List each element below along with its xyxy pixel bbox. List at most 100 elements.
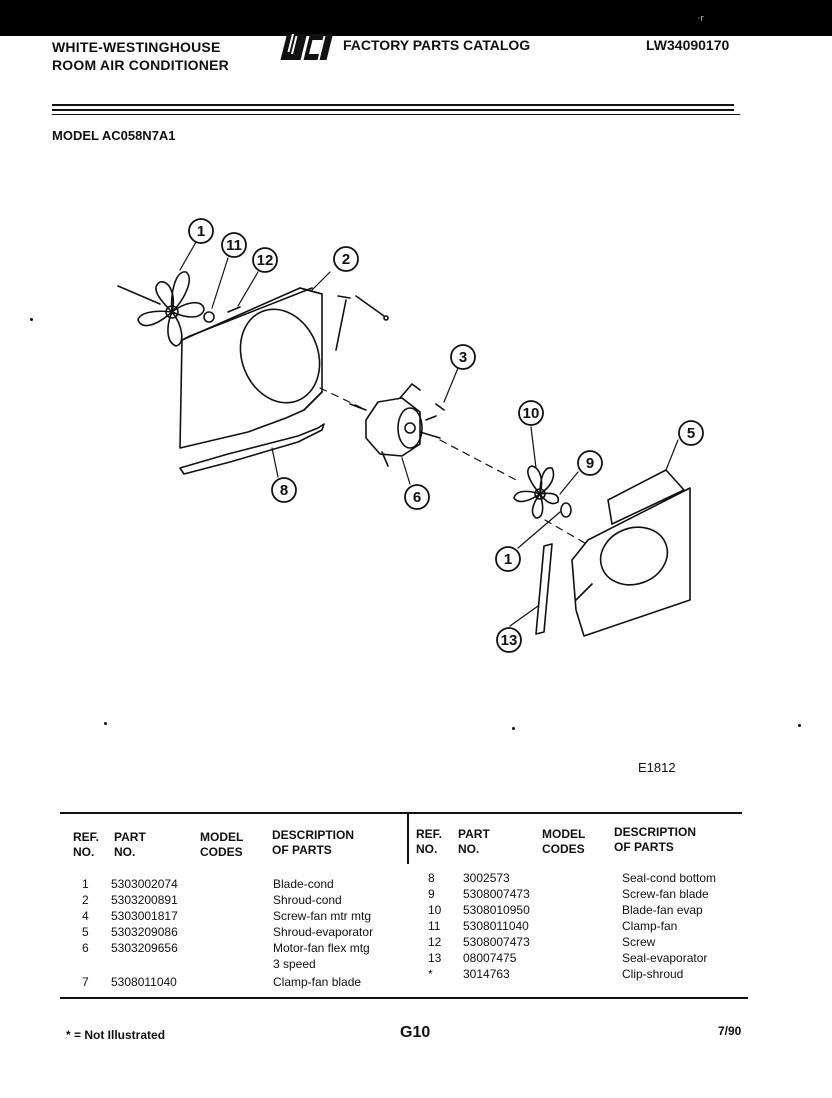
parts-right-part-cell: 5308011040	[463, 919, 529, 933]
callout-label: 1	[504, 551, 512, 568]
parts-left-part-cell: 5303001817	[111, 909, 178, 923]
callout-circle	[252, 247, 278, 273]
parts-left-ref-cell: 7	[82, 975, 89, 989]
table-top-rule	[60, 812, 742, 814]
parts-right-ref-cell: 12	[428, 935, 442, 949]
parts-right-part-cell: 3014763	[463, 967, 510, 981]
parts-right-ref-cell: 9	[428, 887, 435, 901]
evaporator-fan-blade	[513, 465, 560, 519]
callout-circle	[496, 627, 522, 653]
header-rule-1	[52, 104, 734, 106]
parts-right-part-cell: 5308010950	[463, 903, 530, 917]
condenser-shroud	[179, 287, 323, 449]
catalog-number: LW34090170	[646, 37, 730, 53]
parts-right-desc-cell: Clamp-fan	[622, 919, 678, 933]
parts-left-desc-cell: Shroud-evaporator	[273, 925, 374, 939]
callout-label: 13	[501, 632, 518, 649]
parts-right-desc-cell: Screw-fan blade	[622, 887, 709, 901]
callout-circle	[495, 546, 521, 572]
parts-right-part-cell: 3002573	[463, 871, 510, 885]
parts-left-part-cell: 5308011040	[111, 975, 177, 989]
parts-left-part-cell: 5303209656	[111, 941, 178, 955]
top-black-bar: ·r	[0, 0, 832, 36]
revision-date: 7/90	[718, 1024, 742, 1038]
parts-left-part-cell: 5303209086	[111, 925, 178, 939]
speck	[104, 722, 107, 725]
clamp-evap	[560, 502, 572, 518]
header-rule-3	[52, 114, 740, 115]
parts-right-part-cell: 5308007473	[463, 887, 530, 901]
corner-mark: ·r	[697, 14, 704, 24]
parts-right-ref-cell: *	[428, 967, 433, 981]
assembly-axis-lines	[319, 387, 591, 547]
callout-circle	[518, 400, 544, 426]
parts-right-part-cell: 08007475	[463, 951, 517, 965]
callout-label: 8	[280, 482, 288, 499]
parts-right-desc-cell: Screw	[622, 935, 656, 949]
parts-left-ref-cell: 5	[82, 925, 89, 939]
parts-right-desc-cell: Seal-evaporator	[622, 951, 708, 965]
callout-label: 12	[257, 252, 274, 269]
parts-left-ref-cell: 6	[82, 941, 89, 955]
table-bottom-rule	[60, 997, 748, 999]
callout-circle	[221, 232, 247, 258]
parts-left-desc-cell: Blade-cond	[273, 877, 334, 891]
header-ref-no-right: REF.NO.	[416, 827, 443, 856]
parts-left-desc-cell: Clamp-fan blade	[273, 975, 362, 989]
fan-motor	[349, 383, 441, 467]
parts-left-ref-cell: 1	[82, 877, 89, 891]
callout-leaders	[179, 241, 679, 627]
callout-label: 1	[197, 223, 205, 240]
callout-circle	[188, 218, 214, 244]
shroud-clip	[335, 295, 389, 351]
callout-circle	[678, 420, 704, 446]
parts-left-desc-cell: 3 speed	[273, 957, 316, 971]
callout-label: 11	[226, 237, 242, 254]
header-ref-no-left: REF.NO.	[73, 830, 100, 859]
parts-left-desc-cell: Shroud-cond	[273, 893, 342, 907]
parts-left-part-cell: 5303002074	[111, 877, 178, 891]
parts-right-desc-cell: Clip-shroud	[622, 967, 684, 981]
parts-right-desc-cell: Blade-fan evap	[622, 903, 703, 917]
wci-logo	[280, 34, 334, 60]
header-rule-2	[52, 109, 734, 111]
catalog-title: FACTORY PARTS CATALOG	[343, 37, 531, 53]
page-number: G10	[400, 1024, 431, 1041]
table-divider	[407, 814, 409, 864]
brand-line-2: ROOM AIR CONDITIONER	[52, 57, 229, 73]
evaporator-shroud	[571, 469, 691, 637]
parts-right-ref-cell: 11	[428, 919, 441, 933]
parts-right-ref-cell: 13	[428, 951, 442, 965]
callout-label: 10	[523, 405, 540, 422]
speck	[512, 727, 515, 730]
parts-right-ref-cell: 10	[428, 903, 442, 917]
parts-left-desc-cell: Screw-fan mtr mtg	[273, 909, 372, 923]
callout-circle	[404, 484, 430, 510]
callout-label: 6	[413, 489, 421, 506]
callout-label: 3	[459, 349, 467, 366]
figure-code: E1812	[638, 760, 676, 775]
clamp-part-11	[203, 311, 215, 323]
callout-circle	[271, 477, 297, 503]
seal-evaporator	[535, 543, 553, 635]
callout-circle	[577, 450, 603, 476]
screw-part-3	[435, 403, 445, 411]
parts-left-part-cell: 5303200891	[111, 893, 178, 907]
speck	[798, 724, 801, 727]
speck	[30, 318, 33, 321]
not-illustrated-note: * = Not Illustrated	[66, 1028, 166, 1042]
screw-part-12	[227, 306, 241, 313]
parts-right-part-cell: 5308007473	[463, 935, 530, 949]
model-number: MODEL AC058N7A1	[52, 128, 176, 143]
callout-circle	[333, 246, 359, 272]
parts-right-ref-cell: 8	[428, 871, 435, 885]
parts-left-desc-cell: Motor-fan flex mtg	[273, 941, 370, 955]
callout-label: 5	[687, 425, 695, 442]
seal-cond-bottom	[179, 423, 325, 475]
callout-circle	[450, 344, 476, 370]
